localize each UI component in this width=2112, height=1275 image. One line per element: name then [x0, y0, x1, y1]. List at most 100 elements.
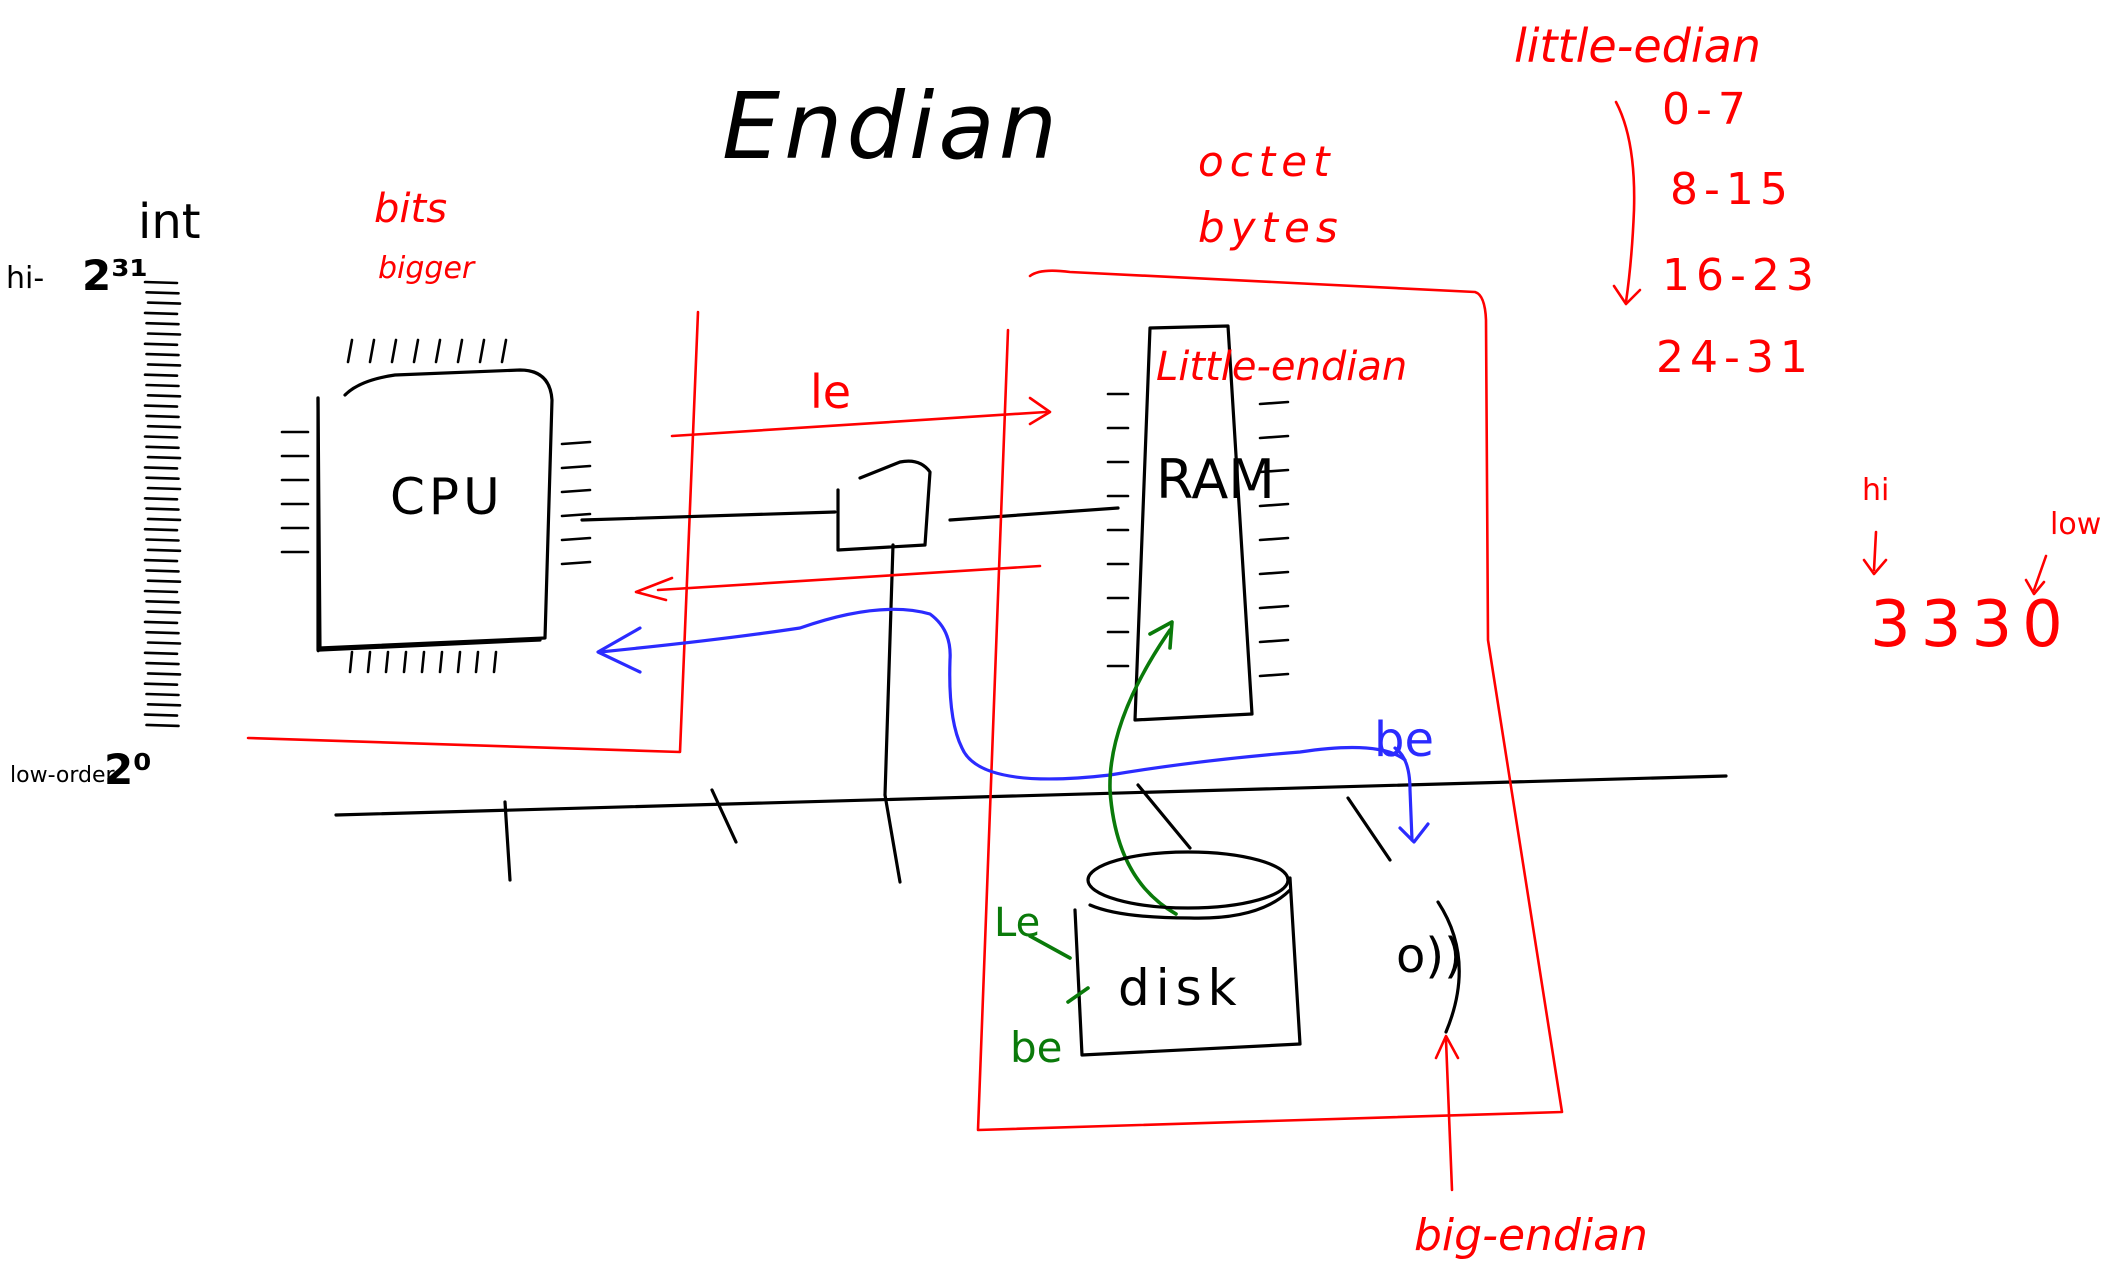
int-label: int [138, 194, 201, 250]
int-scale-tick [146, 363, 182, 367]
byte-range-0: 0-7 [1662, 84, 1752, 135]
cpu-pin [402, 650, 408, 674]
int-scale-tick [145, 723, 180, 728]
cpu-pin [412, 338, 420, 364]
be-arrow-label: be [1374, 712, 1434, 768]
int-bottom-power: 2⁰ [104, 745, 152, 794]
int-scale-tick [146, 610, 182, 614]
cpu-chip: CPU [280, 338, 592, 674]
int-scale-tick [143, 342, 179, 347]
int-scale-tick [145, 321, 180, 326]
memory-region-boundary [976, 269, 1564, 1132]
hi-label: hi [1862, 473, 1889, 508]
byte-range-1: 8-15 [1670, 164, 1794, 215]
ram-label: RAM [1156, 448, 1275, 511]
cpu-pin [366, 650, 372, 674]
cpu-pin [560, 488, 592, 494]
ram-pin [1258, 672, 1290, 678]
cpu-pin [420, 650, 426, 674]
ram-pin [1258, 434, 1290, 440]
le-arrow-label: le [810, 365, 851, 419]
int-hi-marker: hi- [6, 261, 44, 296]
int-scale-tick [143, 620, 179, 625]
int-scale-tick [145, 507, 180, 511]
int-scale-tick [143, 280, 179, 285]
int-low-marker: low-order [10, 763, 116, 788]
int-scale-tick [145, 352, 180, 357]
int-scale-tick [145, 661, 180, 666]
int-scale-tick [143, 589, 179, 594]
int-scale-tick [143, 496, 179, 501]
low-label: low [2050, 507, 2101, 542]
int-scale-tick [146, 332, 182, 336]
example-number: 3330 [1870, 588, 2073, 662]
byte-range-2: 16-23 [1662, 250, 1820, 301]
int-scale-tick [143, 713, 179, 717]
bus-wiring [334, 459, 1728, 884]
ram-pin [1258, 638, 1290, 644]
int-scale-tick [146, 301, 182, 305]
cpu-pin [478, 338, 486, 364]
network-wave-icon: o)) [1396, 928, 1463, 984]
ram-pin [1258, 536, 1290, 542]
cpu-pin [384, 650, 390, 674]
big-endian-pointer [1434, 1034, 1460, 1192]
disk-le-pointer [1028, 934, 1072, 960]
byte-range-3: 24-31 [1656, 332, 1814, 383]
cpu-pin [560, 464, 592, 470]
cpu-note-bits: bits [374, 186, 447, 232]
cpu-pin [456, 650, 462, 674]
int-scale-tick [146, 486, 182, 491]
int-scale-tick [146, 455, 182, 460]
cpu-pin [438, 650, 444, 674]
int-scale-tick [145, 599, 180, 604]
cpu-pin [368, 338, 376, 364]
ram-pin [1258, 502, 1290, 508]
int-scale-tick [145, 538, 180, 542]
ram-endianness-note: Little-endian [1156, 344, 1407, 390]
int-scale-tick [146, 548, 182, 553]
int-scale-tick [146, 702, 182, 707]
cpu-pin [434, 338, 442, 364]
cpu-note-bigger: bigger [378, 251, 476, 286]
network-device: o)) [1396, 900, 1463, 1034]
int-scale-tick [145, 476, 180, 481]
disk-label: disk [1118, 959, 1243, 1017]
ram-pin [1258, 570, 1290, 576]
int-scale-tick [146, 424, 182, 429]
int-scale-tick [146, 393, 182, 398]
ram-pin [1258, 468, 1290, 474]
cpu-pin [390, 338, 398, 364]
int-scale-tick [143, 466, 179, 470]
int-scale-tick [146, 641, 182, 645]
ram-pins [1106, 392, 1290, 678]
cpu-pin [560, 536, 592, 542]
le-arrow-to-ram [670, 396, 1052, 438]
int-scale-ticks [143, 280, 182, 728]
int-scale-tick [143, 404, 179, 408]
int-scale: int hi- 2³¹ low-order 2⁰ [6, 194, 201, 794]
int-scale-tick [145, 290, 180, 295]
int-scale-tick [145, 569, 180, 573]
int-scale-tick [143, 373, 179, 378]
int-scale-tick [145, 630, 180, 635]
cpu-region-boundary [246, 310, 700, 754]
cpu-label: CPU [390, 468, 504, 526]
diagram-title: Endian [722, 73, 1061, 180]
int-scale-tick [145, 383, 180, 388]
ram-pin [1258, 604, 1290, 610]
ram-module: RAM [1106, 324, 1290, 722]
int-scale-tick [145, 445, 180, 450]
memory-units-bytes: bytes [1198, 203, 1344, 252]
int-scale-tick [145, 414, 180, 419]
be-arrow-network-to-cpu [596, 607, 1430, 844]
memory-units-octet: octet [1198, 137, 1336, 186]
disk-to-ram-arrow [1108, 620, 1178, 916]
disk-be-pointer [1066, 986, 1090, 1004]
cpu-pin [560, 560, 592, 566]
cpu-pin [492, 650, 498, 674]
cpu-pin [560, 440, 592, 446]
int-scale-tick [143, 651, 179, 656]
cpu-pin [348, 650, 354, 674]
